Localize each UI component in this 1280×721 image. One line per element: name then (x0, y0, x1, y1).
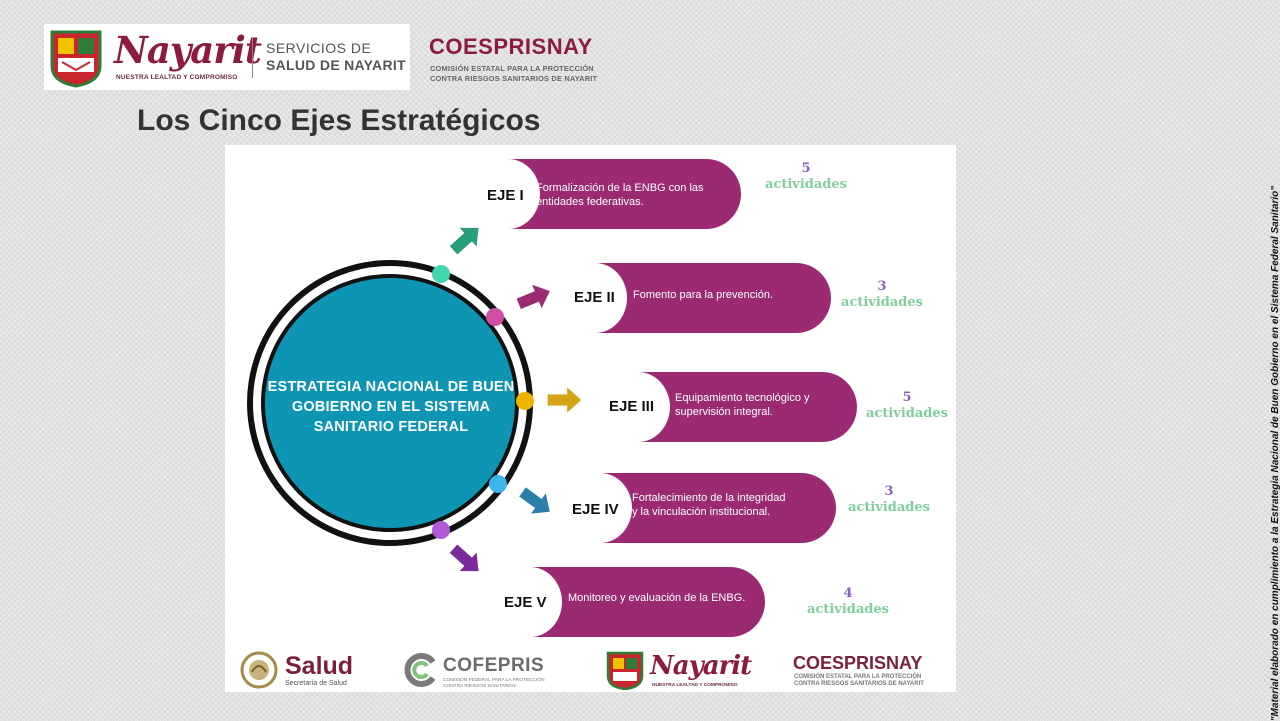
cofepris-sub-1: COMISIÓN FEDERAL PARA LA PROTECCIÓN (443, 678, 545, 683)
dot-eje-3 (516, 392, 534, 410)
pill-eje-2-shape (595, 263, 831, 333)
eje-2-label: EJE II (574, 289, 615, 306)
arrow-eje-1 (449, 227, 479, 255)
services-line-2: SALUD DE NAYARIT (266, 57, 406, 73)
nayarit-footer-shield-icon (606, 651, 644, 690)
pill-eje-5 (530, 567, 765, 637)
eje-4-label: EJE IV (572, 501, 619, 518)
cofepris-name: COFEPRIS (443, 655, 545, 676)
eje-2-activity-count: 3 (877, 279, 887, 294)
eje-5-description: Monitoreo y evaluación de la ENBG. (568, 592, 746, 604)
eje-3-activity-count: 5 (902, 390, 912, 405)
center-circle-text: ESTRATEGIA NACIONAL DE BUEN GOBIERNO EN … (267, 379, 515, 435)
eje-4-description: Fortalecimiento de la integridad y la vi… (632, 492, 786, 518)
salud-name: Salud (285, 652, 354, 680)
dot-eje-2 (486, 308, 504, 326)
pill-eje-4 (600, 473, 836, 543)
eje-5-activity-count: 4 (843, 586, 853, 601)
eje-1-description: Formalización de la ENBG con las entidad… (536, 182, 704, 208)
eje-3-label: EJE III (609, 398, 655, 415)
nayarit-shield-icon (50, 30, 102, 88)
eje-2-activities: 3 actividades (837, 279, 927, 311)
eje-3-description: Equipamiento tecnológico y supervisión i… (675, 392, 810, 418)
pill-eje-1 (508, 159, 741, 229)
pill-eje-2 (595, 263, 831, 333)
eje-4-activity-count: 3 (884, 484, 894, 499)
footer-coesprisnay-name: COESPRISNAY (793, 653, 923, 673)
eje-1-activity-count: 5 (801, 161, 811, 176)
dot-eje-1 (432, 265, 450, 283)
mexico-seal-icon (240, 651, 278, 689)
pill-eje-3-shape (638, 372, 857, 442)
pill-eje-1-shape (508, 159, 741, 229)
eje-3-activity-label: actividades (866, 406, 948, 421)
pill-eje-3 (638, 372, 857, 442)
nayarit-wordmark: Nayarit (114, 28, 262, 72)
eje-2-description: Fomento para la prevención. (633, 289, 774, 301)
nayarit-tagline: NUESTRA LEALTAD Y COMPROMISO (116, 74, 238, 81)
cofepris-sub-2: CONTRA RIESGOS SANITARIOS (443, 683, 517, 689)
dot-eje-5 (432, 521, 450, 539)
header-logo-box: Nayarit NUESTRA LEALTAD Y COMPROMISO SER… (44, 24, 410, 90)
eje-1-activities: 5 actividades (761, 161, 851, 193)
coesprisnay-sub-1: COMISIÓN ESTATAL PARA LA PROTECCIÓN (430, 64, 594, 73)
footer-nayarit-wordmark: Nayarit (650, 651, 752, 681)
eje-1-activity-label: actividades (765, 177, 847, 192)
eje-3-activities: 5 actividades (862, 390, 952, 422)
eje-4-activities: 3 actividades (844, 484, 934, 516)
services-line-1: SERVICIOS DE (266, 40, 372, 56)
side-note: "Material elaborado en cumplimiento a la… (1270, 186, 1280, 721)
footer-coesprisnay-sub-1: COMISIÓN ESTATAL PARA LA PROTECCIÓN (794, 674, 922, 680)
eje-2-activity-label: actividades (841, 295, 923, 310)
pill-eje-4-shape (600, 473, 836, 543)
cofepris-subtitle: COMISIÓN FEDERAL PARA LA PROTECCIÓN CONT… (443, 678, 545, 689)
coesprisnay-sub-2: CONTRA RIESGOS SANITARIOS DE NAYARIT (430, 74, 598, 83)
pill-eje-5-shape (530, 567, 765, 637)
salud-subtitle: Secretaría de Salud (285, 680, 347, 687)
eje-5-activities: 4 actividades (803, 586, 893, 618)
coesprisnay-name: COESPRISNAY (429, 34, 593, 59)
slide-title: Los Cinco Ejes Estratégicos (137, 104, 541, 137)
eje-4-activity-label: actividades (848, 500, 930, 515)
arrow-eje-4 (519, 487, 550, 514)
diagram-panel: ESTRATEGIA NACIONAL DE BUEN GOBIERNO EN … (225, 145, 956, 692)
footer-coesprisnay-sub-2: CONTRA RIESGOS SANITARIOS DE NAYARIT (794, 681, 924, 687)
footer-coesprisnay-subtitle: COMISIÓN ESTATAL PARA LA PROTECCIÓN CONT… (794, 674, 924, 688)
eje-5-activity-label: actividades (807, 602, 889, 617)
footer-nayarit-tagline: NUESTRA LEALTAD Y COMPROMISO (652, 683, 738, 688)
cofepris-c-icon (404, 653, 436, 687)
eje-1-label: EJE I (487, 187, 524, 204)
eje-5-label: EJE V (504, 594, 547, 611)
arrow-eje-5 (449, 544, 479, 572)
diagram-graphic (247, 159, 857, 637)
arrow-eje-2 (516, 284, 550, 309)
dot-eje-4 (489, 475, 507, 493)
arrow-eje-3 (547, 387, 582, 413)
coesprisnay-logo: COESPRISNAY COMISIÓN ESTATAL PARA LA PRO… (429, 34, 639, 84)
header-divider (252, 38, 253, 78)
